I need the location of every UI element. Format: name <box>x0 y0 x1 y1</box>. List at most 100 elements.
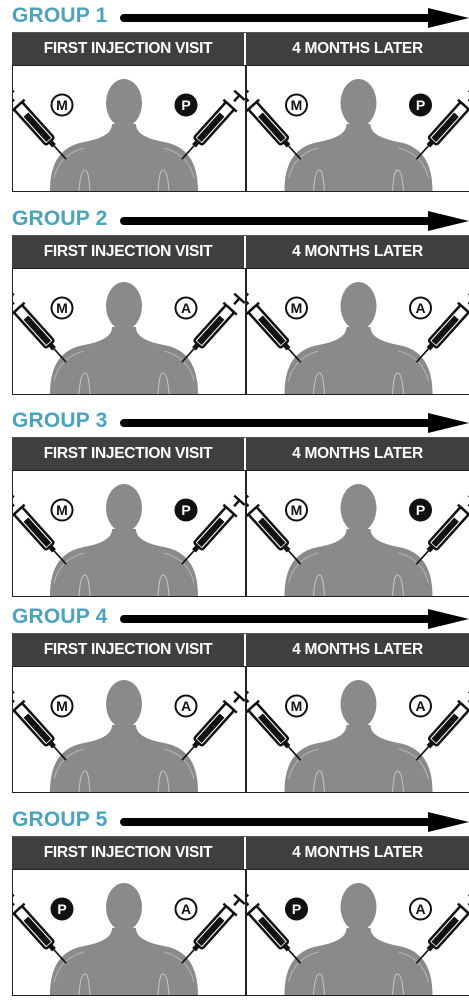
left-arm-vaccine-letter: M <box>291 97 303 113</box>
head-silhouette <box>106 282 142 330</box>
left-arm-vaccine-letter: M <box>56 300 68 316</box>
right-arm-vaccine-letter: A <box>181 300 191 316</box>
first-injection-visit-header: FIRST INJECTION VISIT <box>12 438 244 470</box>
left-arm-vaccine-badge: P <box>286 899 307 920</box>
right-arm-vaccine-badge: A <box>176 298 197 319</box>
four-months-later-header: 4 MONTHS LATER <box>246 634 469 666</box>
group-title: GROUP 3 <box>12 405 108 437</box>
body-silhouette <box>50 124 198 191</box>
left-arm-vaccine-badge: P <box>52 899 73 920</box>
head-silhouette <box>341 680 377 728</box>
body-silhouette <box>50 928 198 995</box>
timeline-arrow-icon <box>118 607 469 631</box>
right-arm-vaccine-badge: A <box>410 298 431 319</box>
left-arm-vaccine-badge: M <box>52 500 73 521</box>
body-silhouette <box>50 725 198 792</box>
head-silhouette <box>341 484 377 532</box>
body-silhouette <box>50 327 198 394</box>
right-arm-vaccine-letter: A <box>181 901 191 917</box>
right-arm-vaccine-letter: P <box>416 502 425 518</box>
right-arm-vaccine-badge: A <box>176 696 197 717</box>
left-arm-vaccine-letter: P <box>57 901 66 917</box>
left-arm-vaccine-letter: M <box>56 97 68 113</box>
timeline-arrow-icon <box>118 810 469 834</box>
body-silhouette <box>50 529 198 596</box>
four-months-later-header: 4 MONTHS LATER <box>246 33 469 65</box>
head-silhouette <box>106 680 142 728</box>
right-arm-vaccine-letter: P <box>181 97 190 113</box>
right-arm-vaccine-badge: P <box>176 95 197 116</box>
timeline-arrow-icon <box>118 209 469 233</box>
left-arm-vaccine-badge: M <box>286 298 307 319</box>
group-title: GROUP 1 <box>12 0 108 32</box>
timeline-arrow-icon <box>118 6 469 30</box>
left-arm-vaccine-letter: M <box>291 300 303 316</box>
right-arm-vaccine-letter: P <box>181 502 190 518</box>
head-silhouette <box>341 79 377 127</box>
left-arm-vaccine-letter: M <box>56 698 68 714</box>
head-silhouette <box>106 883 142 931</box>
head-silhouette <box>106 79 142 127</box>
right-arm-vaccine-badge: A <box>176 899 197 920</box>
right-arm-vaccine-badge: P <box>410 500 431 521</box>
right-arm-vaccine-letter: A <box>415 698 425 714</box>
left-arm-vaccine-badge: M <box>52 696 73 717</box>
right-arm-vaccine-letter: A <box>415 901 425 917</box>
left-arm-vaccine-letter: P <box>292 901 301 917</box>
left-arm-vaccine-badge: M <box>52 298 73 319</box>
four-months-later-header: 4 MONTHS LATER <box>246 438 469 470</box>
right-arm-vaccine-badge: A <box>410 899 431 920</box>
left-arm-vaccine-badge: M <box>286 696 307 717</box>
four-months-later-header: 4 MONTHS LATER <box>246 236 469 268</box>
left-arm-vaccine-badge: M <box>286 95 307 116</box>
head-silhouette <box>341 282 377 330</box>
right-arm-vaccine-badge: P <box>410 95 431 116</box>
body-silhouette <box>285 327 433 394</box>
first-injection-visit-header: FIRST INJECTION VISIT <box>12 236 244 268</box>
right-arm-vaccine-badge: P <box>176 500 197 521</box>
right-arm-vaccine-letter: A <box>415 300 425 316</box>
group-title: GROUP 5 <box>12 804 108 836</box>
head-silhouette <box>341 883 377 931</box>
body-silhouette <box>285 124 433 191</box>
left-arm-vaccine-badge: M <box>52 95 73 116</box>
group-title: GROUP 2 <box>12 203 108 235</box>
body-silhouette <box>285 529 433 596</box>
body-silhouette <box>285 928 433 995</box>
four-months-later-header: 4 MONTHS LATER <box>246 837 469 869</box>
first-injection-visit-header: FIRST INJECTION VISIT <box>12 837 244 869</box>
head-silhouette <box>106 484 142 532</box>
group-title: GROUP 4 <box>12 601 108 633</box>
right-arm-vaccine-letter: A <box>181 698 191 714</box>
left-arm-vaccine-letter: M <box>56 502 68 518</box>
body-silhouette <box>285 725 433 792</box>
first-injection-visit-header: FIRST INJECTION VISIT <box>12 33 244 65</box>
first-injection-visit-header: FIRST INJECTION VISIT <box>12 634 244 666</box>
left-arm-vaccine-letter: M <box>291 698 303 714</box>
